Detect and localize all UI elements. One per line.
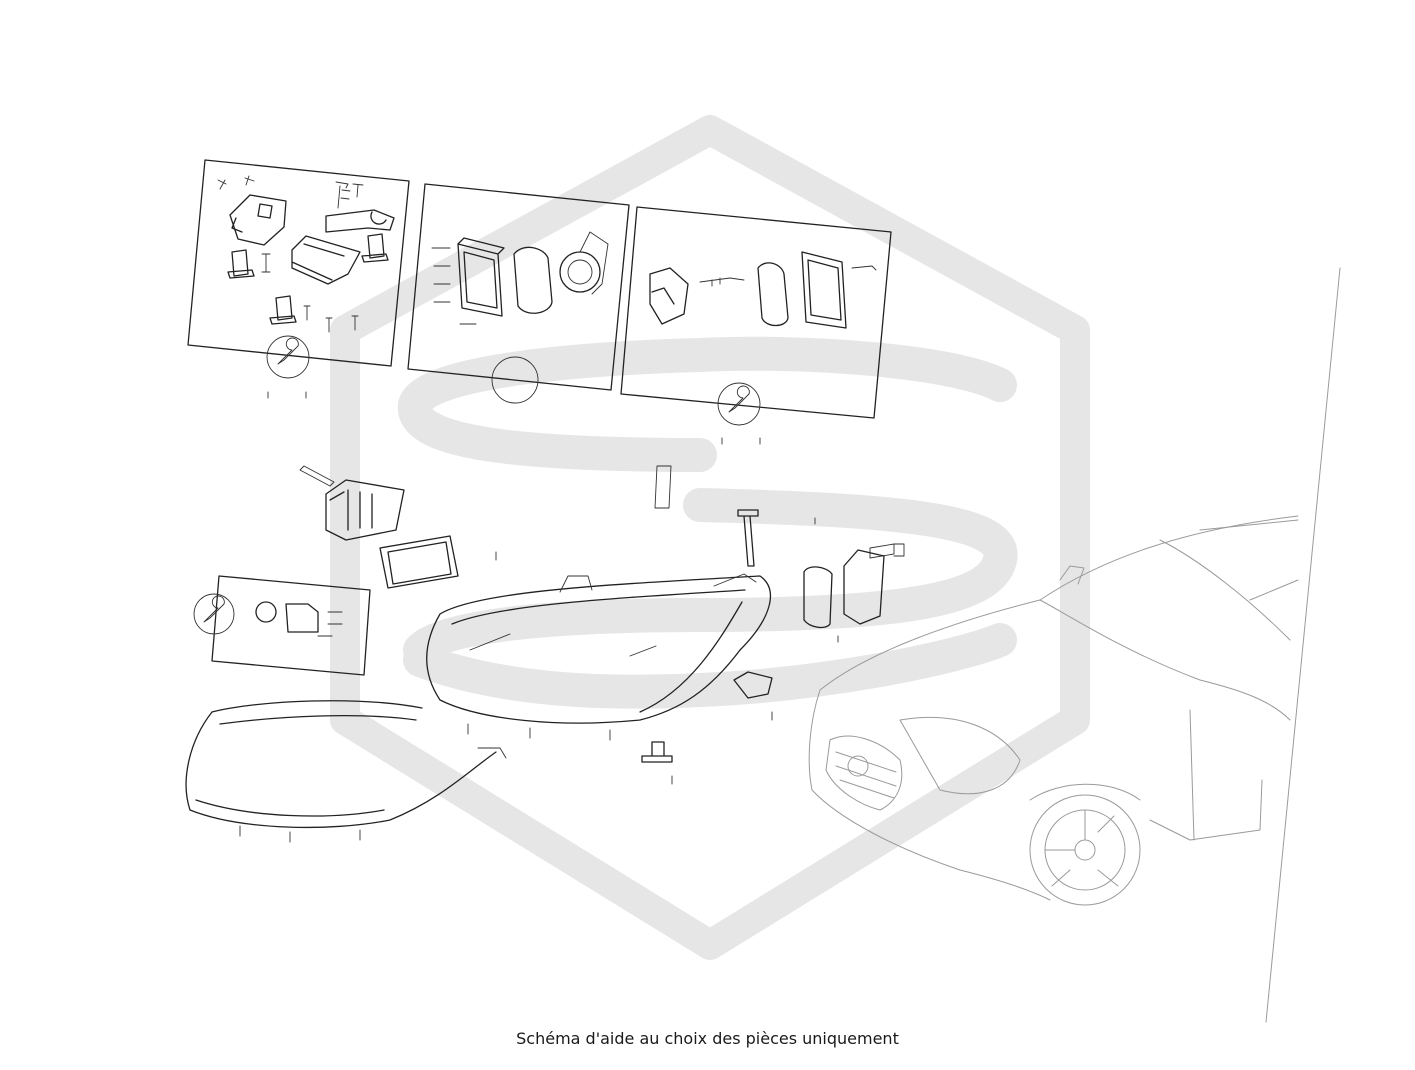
screw-icon: [325, 317, 333, 333]
housing-part: [291, 235, 361, 285]
diagram-caption: Schéma d'aide au choix des pièces unique…: [516, 1029, 899, 1048]
nut-part: [269, 295, 297, 325]
kit-bulb-holder: [193, 575, 371, 676]
wrench-icon: [203, 595, 225, 623]
bolt-part: [869, 543, 905, 559]
gasket-ring-part: [513, 246, 553, 314]
module-part: [649, 267, 689, 325]
long-bolt-part: [737, 509, 759, 567]
screw-icon: [217, 175, 255, 190]
car-outline: [808, 515, 1299, 906]
kit-fan-seal: [407, 183, 630, 404]
gasket-frame-part: [801, 251, 847, 329]
wheel-part: [1029, 794, 1141, 906]
watermark-logo: [330, 115, 1090, 960]
control-unit-part: [843, 549, 885, 625]
frame-edge-line: [1265, 267, 1341, 1023]
bolt-part: [641, 741, 673, 763]
screw-icon: [335, 181, 351, 209]
wrench-badge: [266, 335, 310, 379]
ring-part: [255, 601, 277, 623]
screw-icon: [261, 253, 271, 273]
screw-icon: [851, 265, 877, 271]
screw-icon: [317, 611, 343, 637]
control-unit-part: [325, 479, 405, 541]
arm-part: [325, 209, 395, 233]
gasket-ring-part: [803, 566, 833, 629]
grille-part: [825, 735, 903, 811]
adjuster-part: [733, 671, 773, 699]
gasket-ring-part: [757, 262, 789, 327]
screw-icon: [303, 305, 311, 321]
kit-mounting-brackets: [187, 159, 410, 399]
screw-icon: [431, 247, 477, 325]
screw-icon: [352, 183, 364, 198]
wrench-icon: [277, 337, 299, 365]
empty-badge: [491, 356, 539, 404]
wrench-badge: [717, 382, 761, 426]
screw-icon: [351, 315, 359, 331]
label-sticker-part: [654, 465, 672, 509]
nut-part: [227, 249, 255, 279]
headlamp-lens: [185, 700, 507, 843]
gasket-frame-part: [379, 535, 459, 589]
screw-icon: [299, 465, 335, 487]
headlamp-housing: [426, 573, 771, 741]
kit-lamp-module: [620, 206, 892, 445]
nut-part: [361, 233, 389, 263]
fan-part: [559, 251, 601, 293]
gasket-frame-part: [457, 237, 505, 317]
wrench-badge: [193, 593, 235, 635]
socket-part: [285, 603, 319, 633]
bolt-part: [699, 277, 745, 287]
bracket-part: [229, 194, 287, 246]
loose-parts: [299, 465, 905, 643]
brand-logo-icon: [847, 755, 869, 777]
adjuster-parts: [641, 671, 773, 785]
wrench-icon: [728, 385, 750, 413]
